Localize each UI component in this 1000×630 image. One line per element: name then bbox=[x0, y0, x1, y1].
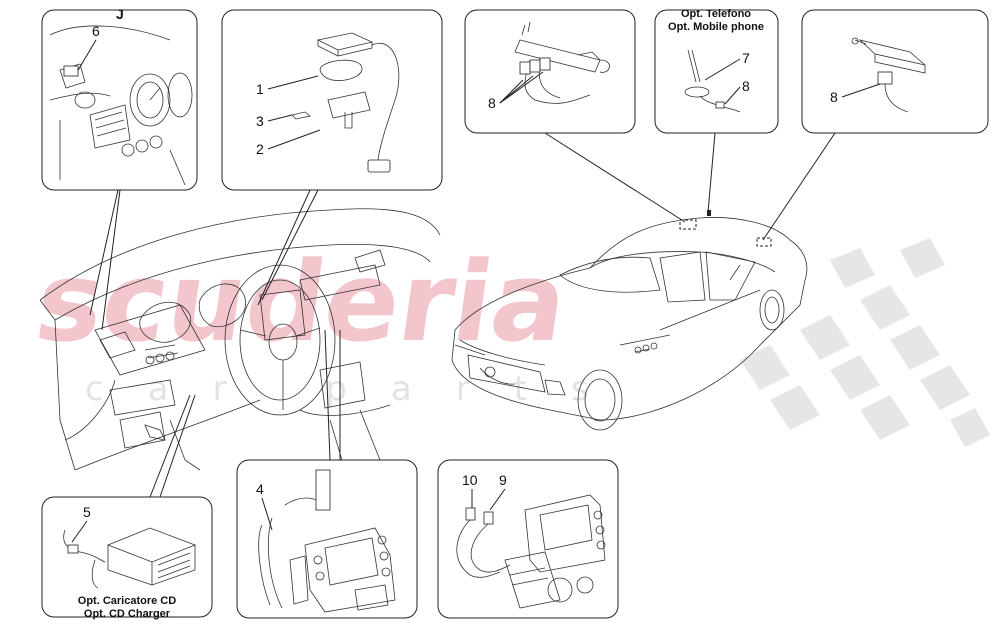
detail-box-j: J 6 bbox=[41, 6, 198, 191]
detail-box-rear-harness: 8 bbox=[464, 9, 636, 134]
dashboard-illustration bbox=[39, 208, 441, 471]
callout-8-harness: 8 bbox=[488, 95, 496, 111]
detail-box-cd-changer: 5 Opt. Caricatore CD Opt. CD Charger bbox=[41, 496, 213, 620]
detail-box-radio-harness: 4 bbox=[236, 459, 418, 619]
callout-6: 6 bbox=[92, 23, 100, 39]
callout-3: 3 bbox=[256, 113, 264, 129]
watermark-subtext: car parts bbox=[85, 369, 633, 409]
callout-4: 4 bbox=[256, 481, 264, 497]
caption-phone-en: Opt. Mobile phone bbox=[668, 21, 764, 33]
detail-box-gps-antenna: 1 3 2 bbox=[221, 9, 443, 191]
checkered-flag-watermark bbox=[740, 238, 990, 447]
leader-lines bbox=[89, 132, 836, 498]
callout-8-module: 8 bbox=[830, 89, 838, 105]
callout-1: 1 bbox=[256, 81, 264, 97]
caption-phone-it: Opt. Telefono bbox=[681, 8, 751, 20]
detail-box-rear-module: 8 bbox=[801, 9, 989, 134]
callout-j: J bbox=[116, 6, 124, 22]
callout-9: 9 bbox=[499, 472, 507, 488]
caption-cd-en: Opt. CD Charger bbox=[84, 608, 171, 620]
car-illustration bbox=[451, 217, 808, 431]
detail-box-radio-cables: 10 9 bbox=[437, 459, 619, 619]
caption-cd-it: Opt. Caricatore CD bbox=[78, 595, 176, 607]
callout-2: 2 bbox=[256, 141, 264, 157]
roof-antenna-markers bbox=[679, 210, 772, 247]
callout-8-phone: 8 bbox=[742, 78, 750, 94]
callout-5: 5 bbox=[83, 504, 91, 520]
detail-box-phone-antenna: Opt. Telefono Opt. Mobile phone 7 8 bbox=[654, 8, 779, 134]
callout-10: 10 bbox=[462, 472, 478, 488]
callout-7: 7 bbox=[742, 50, 750, 66]
